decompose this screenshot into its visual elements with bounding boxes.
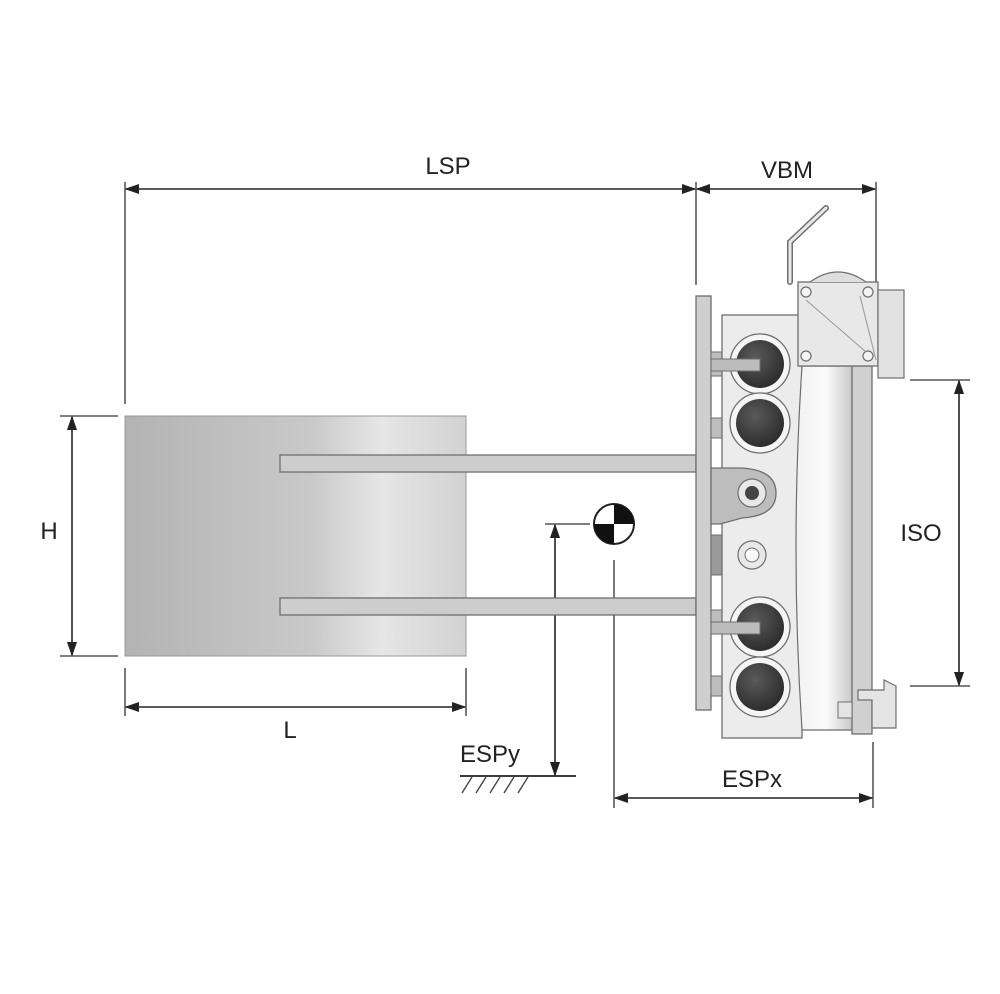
mast-rail: [851, 365, 873, 735]
mast-assembly: [695, 205, 905, 739]
h-label: H: [40, 518, 57, 545]
iso-label: ISO: [900, 520, 941, 547]
l-label: L: [283, 717, 296, 744]
dimension-lines: [66, 183, 965, 804]
fork-plate: [695, 295, 712, 711]
espy-label: ESPy: [460, 741, 520, 768]
center-of-gravity-icon: [593, 503, 635, 545]
upper-fork: [279, 454, 697, 473]
lower-fork: [279, 597, 697, 616]
hydraulic-pipe: [787, 205, 829, 285]
mast-disc: [795, 365, 859, 731]
espx-label: ESPx: [722, 766, 782, 793]
lsp-label: LSP: [425, 153, 470, 180]
vbm-label: VBM: [761, 157, 813, 184]
ground-symbol: [460, 775, 576, 794]
forks: [279, 454, 697, 616]
load-block: [124, 415, 467, 657]
